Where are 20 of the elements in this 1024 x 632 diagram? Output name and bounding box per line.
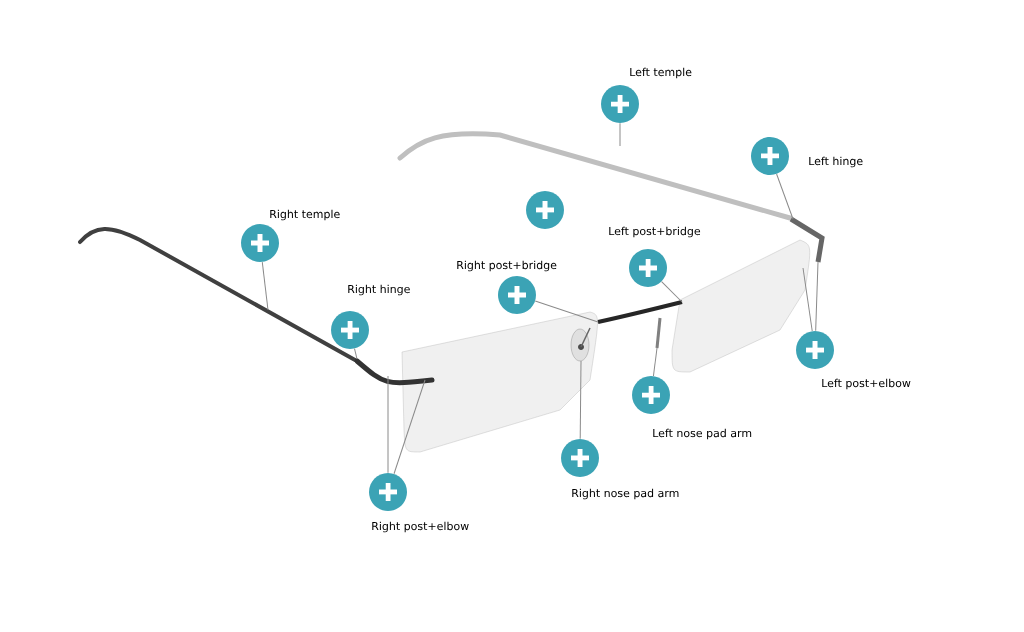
leader-line — [619, 122, 621, 147]
leader-line — [776, 173, 794, 220]
leader-line — [802, 267, 813, 332]
lens — [401, 311, 598, 453]
leader-line — [354, 348, 358, 360]
leader-line — [534, 300, 599, 323]
leader-line — [393, 379, 426, 475]
end-piece — [789, 216, 825, 263]
temple-arm — [397, 131, 793, 221]
nose-pad-arm — [655, 317, 662, 349]
leader-line — [661, 281, 683, 303]
leader-line — [261, 261, 269, 311]
leader-line — [652, 347, 658, 377]
bridge — [597, 300, 683, 324]
leader-line — [815, 261, 819, 332]
end-piece — [354, 358, 435, 386]
leader-line — [579, 360, 582, 440]
leader-line — [387, 375, 389, 474]
lens — [671, 239, 810, 373]
hotspot-marker — [526, 191, 564, 229]
